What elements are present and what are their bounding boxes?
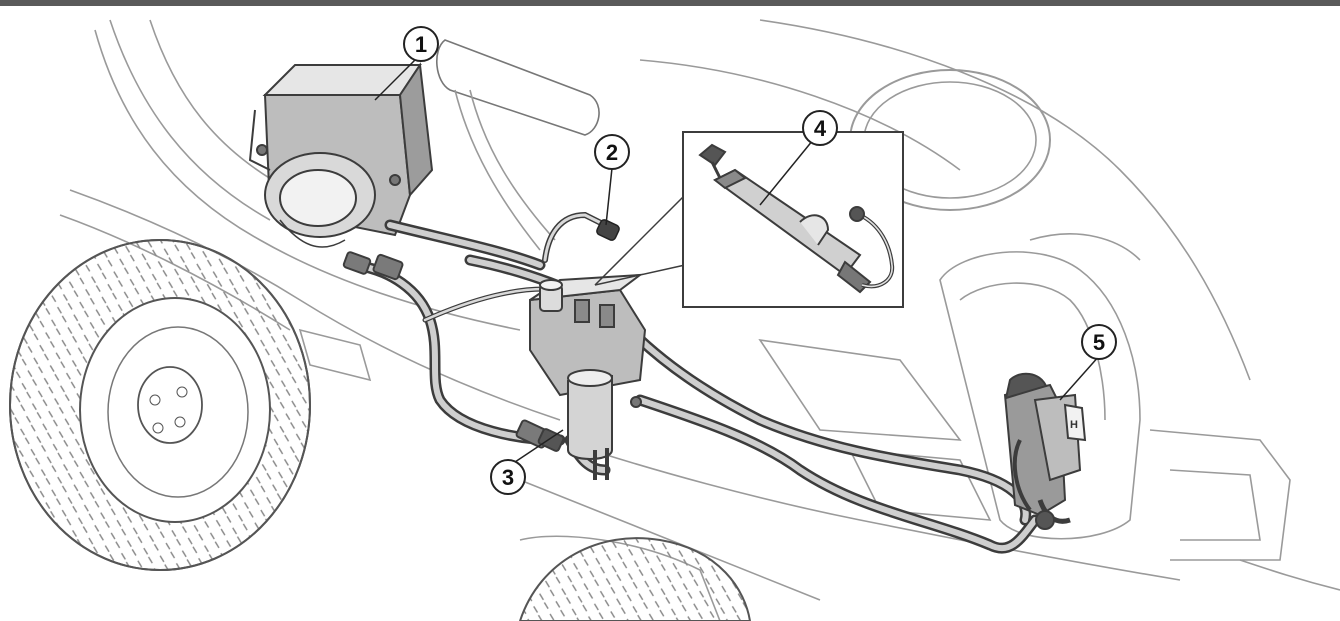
callout-2-label: 2 — [606, 140, 618, 165]
brand-mark: H — [1070, 419, 1078, 431]
callout-3: 3 — [490, 459, 526, 495]
zoom-lines — [594, 194, 686, 286]
callout-4: 4 — [802, 110, 838, 146]
part-2-fitting — [542, 211, 620, 263]
callout-5: 5 — [1081, 324, 1117, 360]
callout-2: 2 — [594, 134, 630, 170]
part-4-cylinder — [698, 143, 895, 294]
callout-5-label: 5 — [1093, 330, 1105, 355]
callout-4-label: 4 — [814, 116, 827, 141]
top-border — [0, 0, 1340, 6]
part-5-control: H — [1003, 372, 1087, 530]
left-tire — [9, 239, 311, 571]
callout-1: 1 — [403, 26, 439, 62]
part-1-reservoir — [248, 62, 434, 248]
hydraulic-hoses — [349, 219, 1041, 554]
inset-box — [682, 131, 904, 308]
hose-fittings — [342, 251, 565, 452]
bottom-tire — [518, 537, 752, 621]
part-3-valve — [529, 273, 647, 480]
callout-1-label: 1 — [415, 32, 427, 57]
callout-3-label: 3 — [502, 465, 514, 490]
leader-lines — [374, 54, 1101, 463]
